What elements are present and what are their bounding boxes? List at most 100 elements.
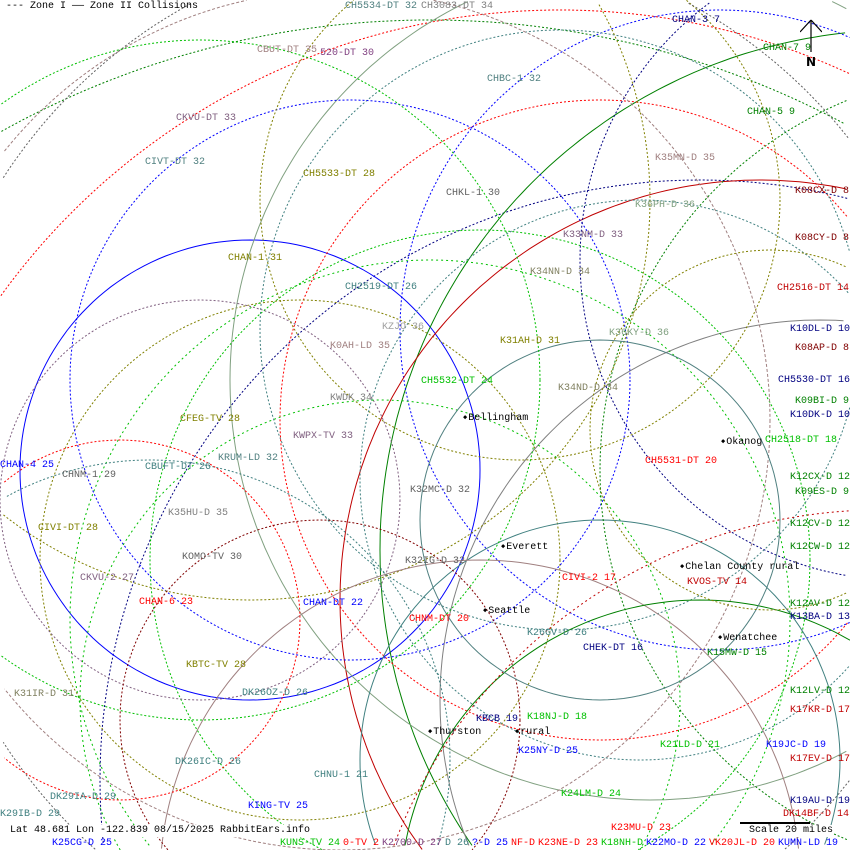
station-label[interactable]: K36PH-D 36 — [635, 200, 696, 211]
station-label[interactable]: CHAN-4 25 — [0, 460, 55, 471]
station-label[interactable]: K22MO-D 22 — [646, 838, 707, 849]
station-label[interactable]: KUMN-LD 19 — [778, 838, 839, 849]
station-label[interactable]: CKVU-DT 33 — [176, 113, 237, 124]
coverage-contour — [99, 179, 848, 843]
station-label[interactable]: CHAN-1 31 — [228, 253, 283, 264]
station-label[interactable]: K10DL-D 10 — [790, 324, 850, 335]
station-label[interactable]: K12LV-D 12 — [790, 686, 850, 697]
station-label[interactable]: CHEK-DT 16 — [583, 643, 644, 654]
station-label[interactable]: KUNS-TV 24 — [280, 838, 341, 849]
station-label[interactable]: KING-TV 25 — [248, 801, 309, 812]
station-label[interactable]: VK20JL-D 20 — [709, 838, 776, 849]
station-label[interactable]: D 26 — [445, 838, 470, 849]
station-label[interactable]: DK29IA-D 29 — [50, 792, 117, 803]
station-label[interactable]: CH5531-DT 20 — [645, 456, 718, 467]
station-label[interactable]: K34ND-D 34 — [558, 383, 619, 394]
coverage-contour — [1, 39, 541, 721]
station-label[interactable]: K23NE-D 23 — [538, 838, 599, 849]
station-label[interactable]: K31IR-D 31 — [14, 689, 75, 700]
station-label[interactable]: CHKL-1 30 — [446, 188, 501, 199]
station-label[interactable]: DK26IC-D 26 — [175, 757, 242, 768]
station-label[interactable]: CH5532-DT 24 — [421, 376, 494, 387]
station-label[interactable]: K33NM-D 33 — [563, 230, 624, 241]
station-label[interactable]: K32IG-D 32 — [405, 556, 466, 567]
station-label[interactable]: CH5530-DT 16 — [778, 375, 850, 386]
station-label[interactable]: CH5534-DT 32 — [345, 1, 418, 12]
station-label[interactable]: K35MN-D 35 — [655, 153, 716, 164]
station-label[interactable]: CFEG-TV 28 — [180, 414, 241, 425]
station-label[interactable]: KOMO-TV 30 — [182, 552, 243, 563]
station-label[interactable]: K09ES-D 9 — [795, 487, 850, 498]
station-label[interactable]: DK14BF-D 14 — [783, 809, 850, 820]
station-label[interactable]: CBUT-DT 35 — [257, 45, 318, 56]
station-label[interactable]: CIVT-DT 32 — [145, 157, 206, 168]
station-label[interactable]: ?-D 25 — [472, 838, 509, 849]
station-label[interactable]: KWDK 34 — [330, 393, 373, 404]
station-label[interactable]: K2700-D 27 — [382, 838, 443, 849]
station-label[interactable]: K17EV-D 17 — [790, 754, 850, 765]
station-label[interactable]: CH5533-DT 28 — [303, 169, 376, 180]
station-label[interactable]: K35HU-D 35 — [168, 508, 229, 519]
station-label[interactable]: K19AU-D 19 — [790, 796, 850, 807]
station-label[interactable]: K13BA-D 13 — [790, 612, 850, 623]
station-label[interactable]: K12CX-D 12 — [790, 472, 850, 483]
station-label[interactable]: CHAN-5 9 — [747, 107, 796, 118]
station-label[interactable]: K15MW-D 15 — [707, 648, 768, 659]
station-label[interactable]: CHBC-1 32 — [487, 74, 542, 85]
station-label[interactable]: K36KY-D 36 — [609, 328, 670, 339]
station-label[interactable]: K09BI-D 9 — [795, 396, 850, 407]
station-label[interactable]: K19JC-D 19 — [766, 740, 827, 751]
station-label[interactable]: K34NN-D 34 — [530, 267, 591, 278]
station-label[interactable]: K29IB-D 29 — [0, 809, 61, 820]
station-label[interactable]: K24LM-D 24 — [561, 789, 622, 800]
station-label[interactable]: CHNM-DT 20 — [409, 614, 470, 625]
station-label[interactable]: 520-DT 30 — [320, 48, 375, 59]
station-label[interactable]: CHNU-1 21 — [314, 770, 369, 781]
station-label[interactable]: CH3083-DT 34 — [421, 1, 494, 12]
station-label[interactable]: CHNM-1 29 — [62, 470, 117, 481]
station-label[interactable]: CH2516-DT 14 — [777, 283, 850, 294]
station-label[interactable]: K23MU-D 23 — [611, 823, 672, 834]
station-label[interactable]: NF-D — [511, 838, 536, 849]
station-label[interactable]: KRUM-LD 32 — [218, 453, 279, 464]
station-label[interactable]: KWPX-TV 33 — [293, 431, 354, 442]
station-label[interactable]: KBCB 19 — [476, 714, 519, 725]
station-label[interactable]: CHAN-6 23 — [139, 597, 194, 608]
station-label[interactable]: K12CW-D 12 — [790, 542, 850, 553]
station-label[interactable]: K18NJ-D 18 — [527, 712, 588, 723]
station-label[interactable]: 0-TV 2 — [343, 838, 380, 849]
station-label[interactable]: K12AV-D 12 — [790, 599, 850, 610]
station-label[interactable]: K08CX-D 8 — [795, 186, 850, 197]
station-label[interactable]: K25NY-D 25 — [518, 746, 579, 757]
station-label[interactable]: K17KR-D 17 — [790, 705, 850, 716]
station-label[interactable]: KZJO 36 — [382, 322, 425, 333]
coverage-contour — [19, 239, 481, 701]
station-label[interactable]: CKVU-2 27 — [80, 573, 135, 584]
station-label[interactable]: K08AP-D 8 — [795, 343, 850, 354]
station-label[interactable]: K08CY-D 8 — [795, 233, 850, 244]
station-label[interactable]: CH2519-DT 26 — [345, 282, 418, 293]
station-label[interactable]: K18NH-D — [601, 838, 644, 849]
station-label[interactable]: DK26OZ-D 26 — [242, 688, 309, 699]
station-label[interactable]: K21LD-D 21 — [660, 740, 721, 751]
station-label[interactable]: K12CV-D 12 — [790, 519, 850, 530]
station-label[interactable]: CHAN-3 7 — [672, 15, 721, 26]
station-label[interactable]: CBUFT-DT 26 — [145, 462, 212, 473]
coverage-contour — [1, 19, 846, 132]
station-label[interactable]: K26GV-D 26 — [527, 628, 588, 639]
station-label[interactable]: CHAN-DT 22 — [303, 598, 364, 609]
station-label[interactable]: K25CG-D 25 — [52, 838, 113, 849]
station-label[interactable]: CHAN-7 9 — [763, 43, 812, 54]
station-label[interactable]: KBTC-TV 28 — [186, 660, 247, 671]
coverage-contour — [161, 559, 799, 849]
station-label[interactable]: CIVI-2 17 — [562, 573, 617, 584]
city-marker: Wenatchee — [718, 633, 777, 645]
station-label[interactable]: K0AH-LD 35 — [330, 341, 391, 352]
station-label[interactable]: CIVI-DT 28 — [38, 523, 99, 534]
station-label[interactable]: K31AH-D 31 — [500, 336, 561, 347]
station-label[interactable]: K32MC-D 32 — [410, 485, 471, 496]
station-label[interactable]: K10DK-D 10 — [790, 410, 850, 421]
station-label[interactable]: KVOS-TV 14 — [687, 577, 748, 588]
station-label[interactable]: CH2518-DT 18 — [765, 435, 838, 446]
